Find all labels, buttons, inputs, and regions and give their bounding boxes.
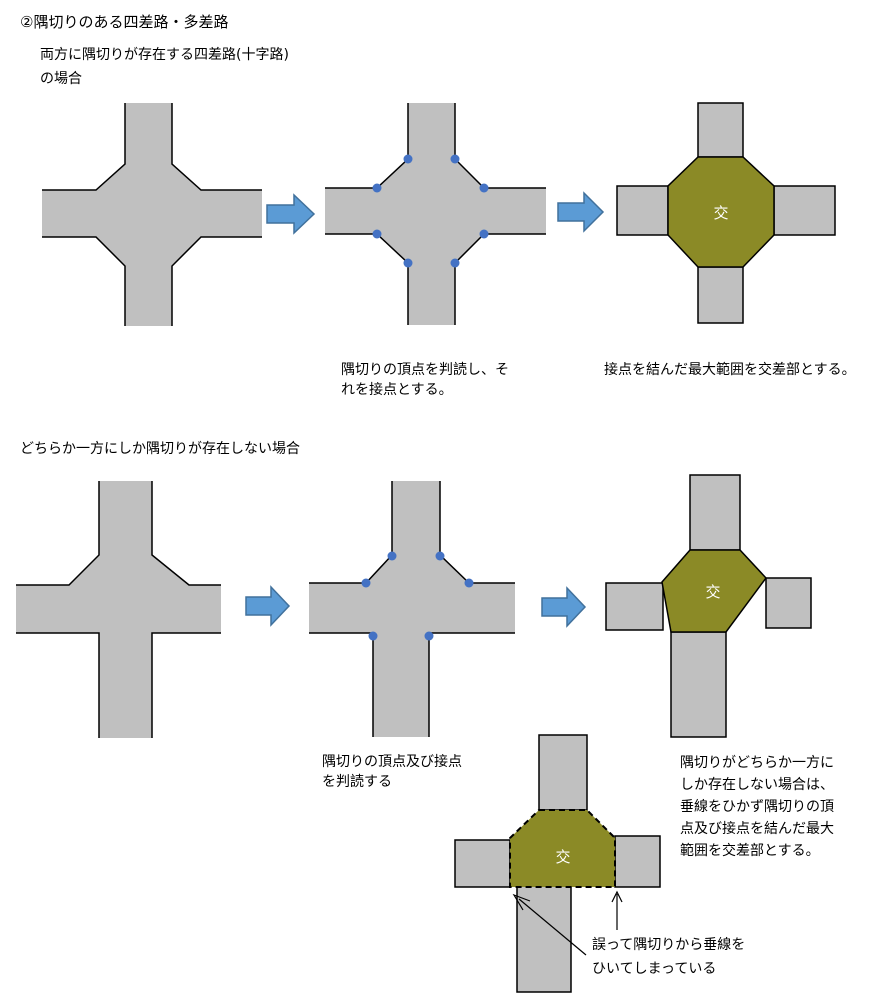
road-cross-partial-chamfer — [309, 481, 515, 737]
road-edge — [309, 632, 374, 737]
vertex-dot — [424, 631, 434, 641]
road-arm-bottom — [516, 885, 572, 993]
road-arm-right — [765, 577, 812, 629]
section1-subtitle-line2: の場合 — [40, 71, 82, 87]
intersection-label: 交 — [555, 848, 570, 866]
road-arm-left — [454, 839, 511, 888]
vertex-dot — [403, 154, 413, 164]
road-edge — [151, 632, 221, 738]
section2-caption-error: 誤って隅切りから垂線を ひいてしまっている — [592, 937, 746, 977]
road-edge — [171, 103, 262, 191]
vertex-dots — [372, 154, 489, 268]
vertex-dot — [479, 183, 489, 193]
vertex-dot — [450, 258, 460, 268]
section1-subtitle-line1: 両方に隅切りが存在する四差路(十字路) — [40, 47, 289, 63]
road-edge — [439, 481, 515, 584]
vertex-dot — [372, 183, 382, 193]
road-arm-left — [605, 582, 664, 631]
road-edge — [16, 632, 100, 738]
road-arm-top — [689, 474, 741, 551]
road-edge — [325, 103, 409, 189]
pointer-line — [518, 898, 587, 956]
road-arm-right — [614, 835, 661, 888]
vertex-dot — [387, 551, 397, 561]
intersection-area — [661, 549, 767, 633]
road-edge — [42, 103, 126, 191]
intersection-label: 交 — [705, 583, 720, 601]
vertex-dot — [403, 258, 413, 268]
intersection-area — [667, 156, 775, 268]
section2-title: どちらか一方にしか隅切りが存在しない場合 — [20, 441, 300, 457]
road-cross-chamfered — [325, 103, 546, 325]
section2-caption-result: 隅切りがどちらか一方に しか存在しない場合は、 垂線をひかず隅切りの頂 点及び接… — [680, 755, 834, 859]
section2-caption-vertices: 隅切りの頂点及び接点 を判読する — [322, 754, 462, 790]
arrow-right-icon — [266, 193, 316, 235]
section1-caption-vertices: 隅切りの頂点を判読し、そ れを接点とする。 — [341, 362, 509, 398]
road-arm-left — [616, 185, 669, 236]
vertex-dot — [464, 578, 474, 588]
pointer-arrowhead-icon — [611, 890, 623, 903]
road-arm-top — [538, 734, 588, 811]
road-edge — [151, 481, 221, 586]
vertex-dot — [479, 229, 489, 239]
road-edge — [325, 233, 409, 325]
road-arm-bottom — [670, 631, 727, 738]
vertex-dot — [368, 631, 378, 641]
road-edge — [454, 233, 546, 325]
road-cross-chamfered — [42, 103, 262, 326]
arrow-right-icon — [541, 586, 587, 628]
road-edge — [428, 632, 515, 737]
vertex-dot — [435, 551, 445, 561]
road-arm-bottom — [697, 266, 744, 324]
intersection-area-incorrect — [509, 809, 616, 888]
road-edge — [454, 103, 546, 189]
section1-caption-result: 接点を結んだ最大範囲を交差部とする。 — [604, 362, 856, 378]
intersection-label: 交 — [713, 204, 728, 222]
road-arm-right — [773, 185, 836, 236]
vertex-dot — [450, 154, 460, 164]
vertex-dot — [361, 578, 371, 588]
pointer-arrowhead-icon — [512, 893, 531, 911]
section1-title: ②隅切りのある四差路・多差路 — [20, 13, 229, 31]
road-arm-top — [697, 102, 744, 158]
arrow-right-icon — [557, 191, 605, 233]
road-edge — [16, 481, 100, 586]
road-edge — [42, 236, 126, 326]
road-edge — [171, 236, 262, 326]
vertex-dot — [372, 229, 382, 239]
arrow-right-icon — [245, 585, 291, 627]
road-edge — [309, 481, 393, 584]
vertex-dots — [361, 551, 474, 641]
road-cross-partial-chamfer — [16, 481, 221, 738]
